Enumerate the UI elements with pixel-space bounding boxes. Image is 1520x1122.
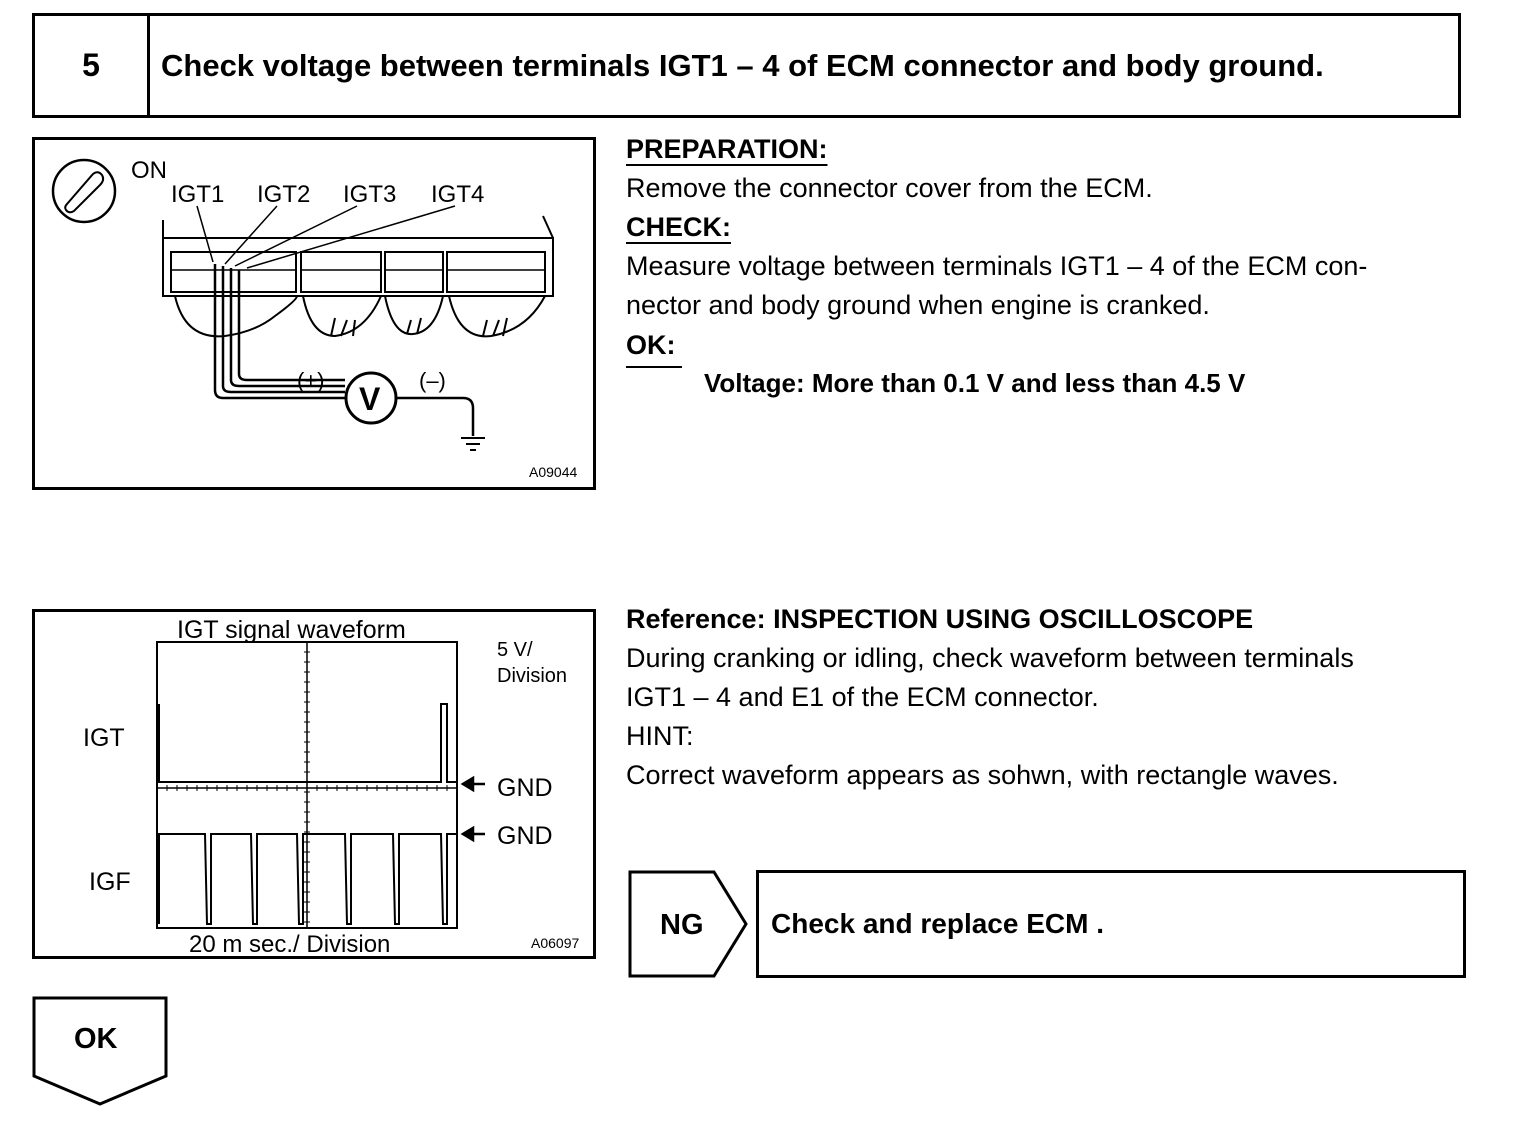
terminal-label-igt1: IGT1 — [171, 181, 224, 208]
preparation-heading: PREPARATION: — [626, 134, 828, 164]
hint-label: HINT: — [626, 721, 694, 751]
probe-wires — [213, 264, 345, 400]
waveform-diagram-svg: IGT signal waveform 5 V/ Division IGT IG… — [83, 616, 579, 958]
figure-code: A06097 — [531, 935, 579, 951]
preparation-text: Remove the connector cover from the ECM. — [626, 173, 1153, 203]
plus-label: (+) — [297, 368, 325, 393]
gnd-arrow-icon — [460, 775, 485, 843]
igt-label: IGT — [83, 724, 125, 752]
ok-tag-shape: OK — [32, 996, 168, 1106]
meter-label: V — [359, 381, 381, 417]
ok-spec-text: Voltage: More than 0.1 V and less than 4… — [704, 368, 1246, 398]
ng-flow-tag: NG — [628, 870, 752, 978]
reference-text-line1: During cranking or idling, check wavefor… — [626, 643, 1354, 673]
terminal-label-igt3: IGT3 — [343, 181, 396, 208]
waveform-diagram: IGT signal waveform 5 V/ Division IGT IG… — [32, 609, 596, 959]
step-number: 5 — [35, 16, 150, 115]
reference-heading: Reference: INSPECTION USING OSCILLOSCOPE — [626, 604, 1254, 634]
ok-heading-rule — [626, 366, 682, 368]
minus-label: (–) — [419, 368, 446, 393]
scale-voltage-line1: 5 V/ — [497, 639, 533, 661]
ground-wire — [396, 396, 475, 436]
reference-text-line2: IGT1 – 4 and E1 of the ECM connector. — [626, 682, 1099, 712]
gnd-label-2: GND — [497, 822, 553, 850]
scale-voltage-line2: Division — [497, 665, 567, 687]
terminal-label-igt4: IGT4 — [431, 181, 484, 208]
ng-action-text: Check and replace ECM . — [771, 908, 1105, 939]
igt-waveform — [157, 703, 457, 783]
check-text-line2: nector and body ground when engine is cr… — [626, 290, 1210, 320]
ok-heading: OK: — [626, 330, 676, 360]
step-title: Check voltage between terminals IGT1 – 4… — [161, 47, 1324, 83]
ng-label: NG — [660, 909, 704, 941]
switch-label: ON — [131, 157, 167, 184]
hint-text: Correct waveform appears as sohwn, with … — [626, 760, 1339, 790]
voltmeter-icon: V — [344, 371, 398, 425]
waveform-title: IGT signal waveform — [177, 616, 406, 644]
ground-symbol-icon — [461, 437, 485, 451]
terminal-label-igt2: IGT2 — [257, 181, 310, 208]
ng-tag-shape: NG — [628, 870, 748, 978]
ignition-switch-icon — [51, 158, 117, 224]
figure-code: A09044 — [529, 464, 577, 480]
ok-flow-tag: OK — [32, 996, 170, 1108]
connector-diagram-svg: ON IGT1 IGT2 IGT3 IGT4 — [51, 157, 577, 480]
ok-flow-label: OK — [74, 1023, 118, 1055]
connector-diagram: ON IGT1 IGT2 IGT3 IGT4 — [32, 137, 596, 490]
ng-action-box: Check and replace ECM . — [756, 870, 1466, 978]
ecm-connector — [162, 215, 554, 338]
check-heading: CHECK: — [626, 212, 731, 242]
check-text-line1: Measure voltage between terminals IGT1 –… — [626, 251, 1368, 281]
step-header: 5 Check voltage between terminals IGT1 –… — [32, 13, 1461, 118]
gnd-label-1: GND — [497, 774, 553, 802]
igf-label: IGF — [89, 868, 131, 896]
igf-waveform — [158, 833, 457, 925]
time-scale-label: 20 m sec./ Division — [189, 931, 390, 956]
